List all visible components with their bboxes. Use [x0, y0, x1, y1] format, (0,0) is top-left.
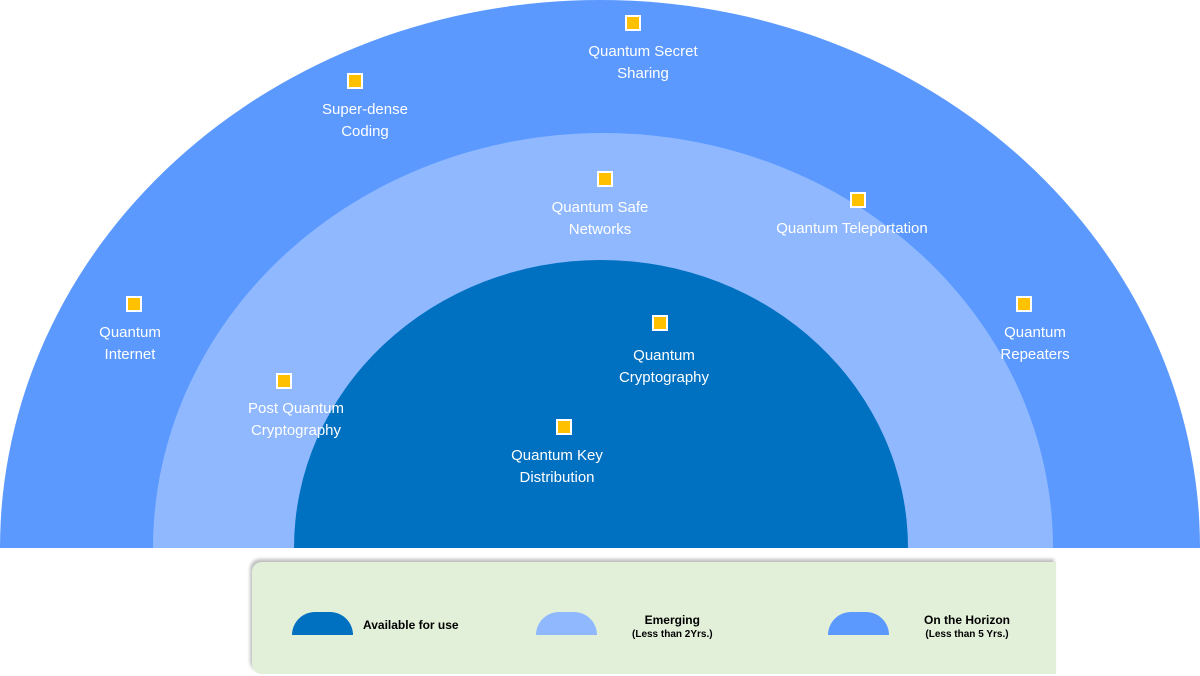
legend-swatch-horizon [828, 612, 889, 635]
legend-swatch-emerging [536, 612, 597, 635]
marker-quantum-cryptography[interactable] [652, 315, 668, 331]
legend-label-available: Available for use [363, 618, 459, 632]
legend-sub-emerging: (Less than 2Yrs.) [632, 629, 713, 640]
label-quantum-internet: Quantum Internet [99, 324, 161, 363]
label-quantum-cryptography: Quantum Cryptography [618, 347, 710, 386]
marker-quantum-internet[interactable] [126, 296, 142, 312]
marker-quantum-key-distribution[interactable] [556, 419, 572, 435]
marker-quantum-secret-sharing[interactable] [625, 15, 641, 31]
marker-post-quantum-cryptography[interactable] [276, 373, 292, 389]
label-quantum-teleportation: Quantum Teleportation [776, 220, 928, 237]
legend-title-horizon: On the Horizon [924, 613, 1010, 627]
marker-quantum-teleportation[interactable] [850, 192, 866, 208]
available-core [294, 260, 908, 548]
legend-swatch-available [292, 612, 353, 635]
legend-label-horizon: On the Horizon (Less than 5 Yrs.) [924, 612, 1010, 642]
label-quantum-repeaters: Quantum Repeaters [1000, 324, 1070, 363]
label-super-dense-coding: Super-dense Coding [322, 101, 408, 140]
label-quantum-safe-networks: Quantum Safe Networks [551, 199, 649, 238]
label-post-quantum-cryptography: Post Quantum Cryptography [248, 400, 344, 439]
label-quantum-secret-sharing: Quantum Secret Sharing [588, 43, 698, 82]
marker-super-dense-coding[interactable] [347, 73, 363, 89]
marker-quantum-safe-networks[interactable] [597, 171, 613, 187]
legend-sub-horizon: (Less than 5 Yrs.) [925, 629, 1009, 640]
legend: Available for use Emerging (Less than 2Y… [252, 562, 1056, 674]
marker-quantum-repeaters[interactable] [1016, 296, 1032, 312]
legend-label-emerging: Emerging (Less than 2Yrs.) [632, 612, 713, 642]
legend-title-emerging: Emerging [644, 613, 700, 627]
label-quantum-key-distribution: Quantum Key Distribution [511, 447, 603, 486]
